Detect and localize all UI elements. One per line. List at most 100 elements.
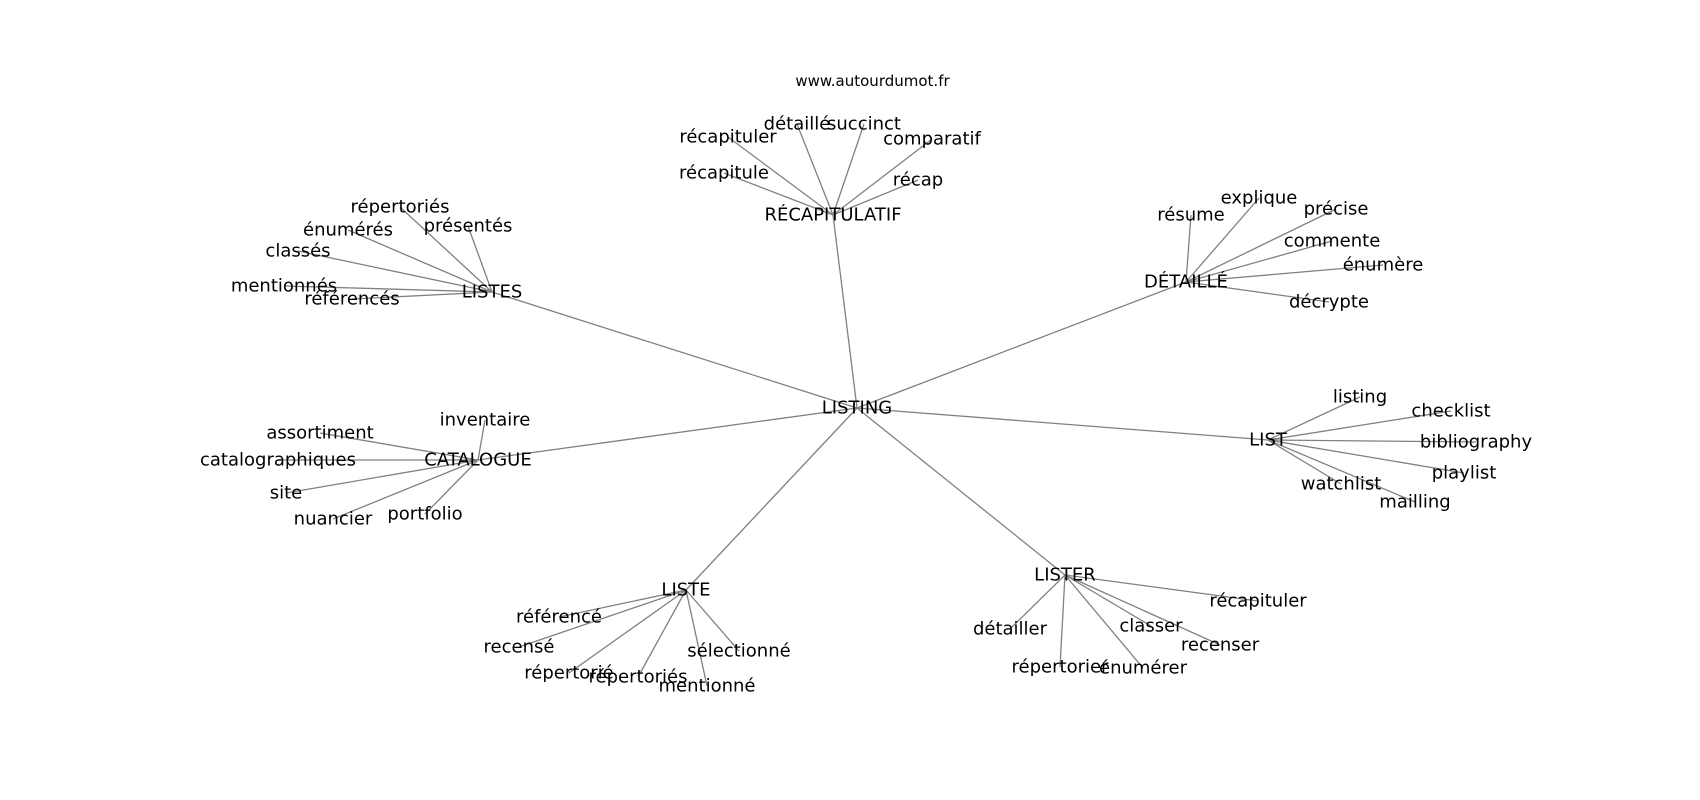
edge-list-leaf (1267, 410, 1452, 441)
center-node-label: LISTING (822, 398, 892, 419)
leaf-node: précise (1304, 199, 1369, 220)
hub-node-liste: LISTE (661, 580, 710, 601)
leaf-node: présentés (424, 216, 513, 237)
edge-listes-leaf (347, 229, 493, 293)
leaf-node: sélectionné (687, 641, 790, 662)
edge-liste-leaf (685, 589, 740, 652)
leaf-node: détailler (973, 619, 1048, 640)
edge-catalogue-leaf (332, 459, 479, 520)
leaf-node: mentionné (659, 676, 756, 697)
edge-recapitulatif-leaf (832, 123, 865, 216)
leaf-node: catalographiques (200, 450, 356, 471)
edge-detaille-leaf (1185, 240, 1333, 283)
leaf-node: décrypte (1289, 292, 1369, 313)
edge-center-detaille (856, 281, 1187, 409)
edge-liste-leaf (518, 589, 687, 648)
edge-liste-leaf (568, 589, 687, 674)
edge-liste-leaf (558, 589, 687, 618)
leaf-node: mentionnés (231, 276, 337, 297)
edge-listes-leaf (283, 285, 493, 293)
leaf-node: recenser (1181, 635, 1260, 656)
leaf-node: récapitule (679, 163, 769, 184)
edge-recapitulatif-leaf (727, 136, 834, 216)
leaf-node: énumère (1343, 255, 1424, 276)
edge-detaille-leaf (1185, 281, 1330, 303)
edge-catalogue-leaf (319, 432, 479, 461)
edge-listes-leaf (297, 250, 493, 293)
leaf-node: succinct (827, 114, 901, 135)
leaf-node: récap (893, 170, 943, 191)
edge-listes-leaf (351, 291, 493, 300)
leaf-node: assortiment (266, 423, 373, 444)
edge-listes-leaf (399, 206, 493, 293)
leaf-node: récapituler (1209, 591, 1307, 612)
leaf-node: récapituler (679, 127, 777, 148)
edge-lister-leaf (1059, 574, 1066, 668)
leaf-node: détaillé (764, 114, 831, 135)
edge-lister-leaf (1064, 574, 1152, 627)
edge-lister-leaf (1009, 574, 1066, 630)
leaf-node: checklist (1411, 401, 1490, 422)
leaf-node: portfolio (387, 504, 462, 525)
leaf-node: référencés (304, 289, 399, 310)
leaf-node: site (270, 483, 303, 504)
edge-center-liste (685, 407, 858, 591)
edge-liste-leaf (637, 589, 687, 678)
edge-catalogue-leaf (285, 459, 479, 494)
hub-node-detaille: DÉTAILLÉ (1144, 271, 1228, 293)
leaf-node: énumérés (303, 220, 393, 241)
leaf-node: classés (265, 241, 330, 262)
edge-detaille-leaf (1185, 208, 1337, 283)
edge-list-leaf (1267, 396, 1361, 441)
leaf-node: nuancier (294, 509, 373, 530)
edge-center-listes (491, 291, 858, 409)
leaf-node: bibliography (1420, 432, 1533, 453)
edge-lister-leaf (1064, 574, 1259, 602)
leaf-node: playlist (1432, 463, 1497, 484)
leaf-node: classer (1119, 616, 1183, 637)
edge-recapitulatif-leaf (723, 172, 834, 216)
leaf-node: listing (1333, 387, 1387, 408)
hub-node-list: LIST (1249, 430, 1288, 451)
edge-center-list (856, 407, 1269, 441)
hub-node-recapitulatif: RÉCAPITULATIF (764, 204, 901, 226)
leaf-node: répertorier (1012, 657, 1110, 678)
leaf-node: répertoriés (589, 667, 688, 688)
leaf-node: mailling (1379, 492, 1450, 513)
edge-center-catalogue (477, 407, 858, 461)
edge-detaille-leaf (1185, 264, 1384, 283)
edge-recapitulatif-leaf (796, 123, 834, 216)
edge-recapitulatif-leaf (832, 179, 919, 216)
edge-liste-leaf (685, 589, 708, 687)
edge-lister-leaf (1064, 574, 1144, 669)
leaf-node: inventaire (440, 410, 531, 431)
leaf-node: résume (1157, 205, 1224, 226)
source-label: www.autourdumot.fr (795, 72, 950, 90)
leaf-node: explique (1221, 188, 1298, 209)
edge-listes-leaf (467, 225, 493, 293)
edge-detaille-leaf (1185, 197, 1260, 283)
edge-list-leaf (1267, 439, 1477, 443)
edge-list-leaf (1267, 439, 1465, 474)
leaf-node: comparatif (883, 129, 981, 150)
edge-list-leaf (1267, 439, 1342, 485)
edge-recapitulatif-leaf (832, 138, 933, 216)
leaf-node: recensé (484, 637, 555, 658)
edge-center-recapitulatif (832, 214, 858, 409)
leaf-node: commente (1284, 231, 1381, 252)
edge-center-lister (856, 407, 1066, 576)
hub-node-catalogue: CATALOGUE (424, 450, 531, 471)
leaf-node: référencé (516, 607, 602, 628)
edge-lister-leaf (1064, 574, 1221, 646)
leaf-node: répertorié (524, 663, 614, 684)
leaf-node: répertoriés (351, 197, 450, 218)
hub-node-lister: LISTER (1034, 565, 1096, 586)
leaf-node: énumérer (1099, 658, 1188, 679)
edge-catalogue-leaf (477, 419, 486, 461)
edge-catalogue-leaf (424, 459, 479, 515)
edge-list-leaf (1267, 439, 1416, 503)
hub-node-listes: LISTES (462, 282, 523, 303)
leaf-node: watchlist (1301, 474, 1382, 495)
